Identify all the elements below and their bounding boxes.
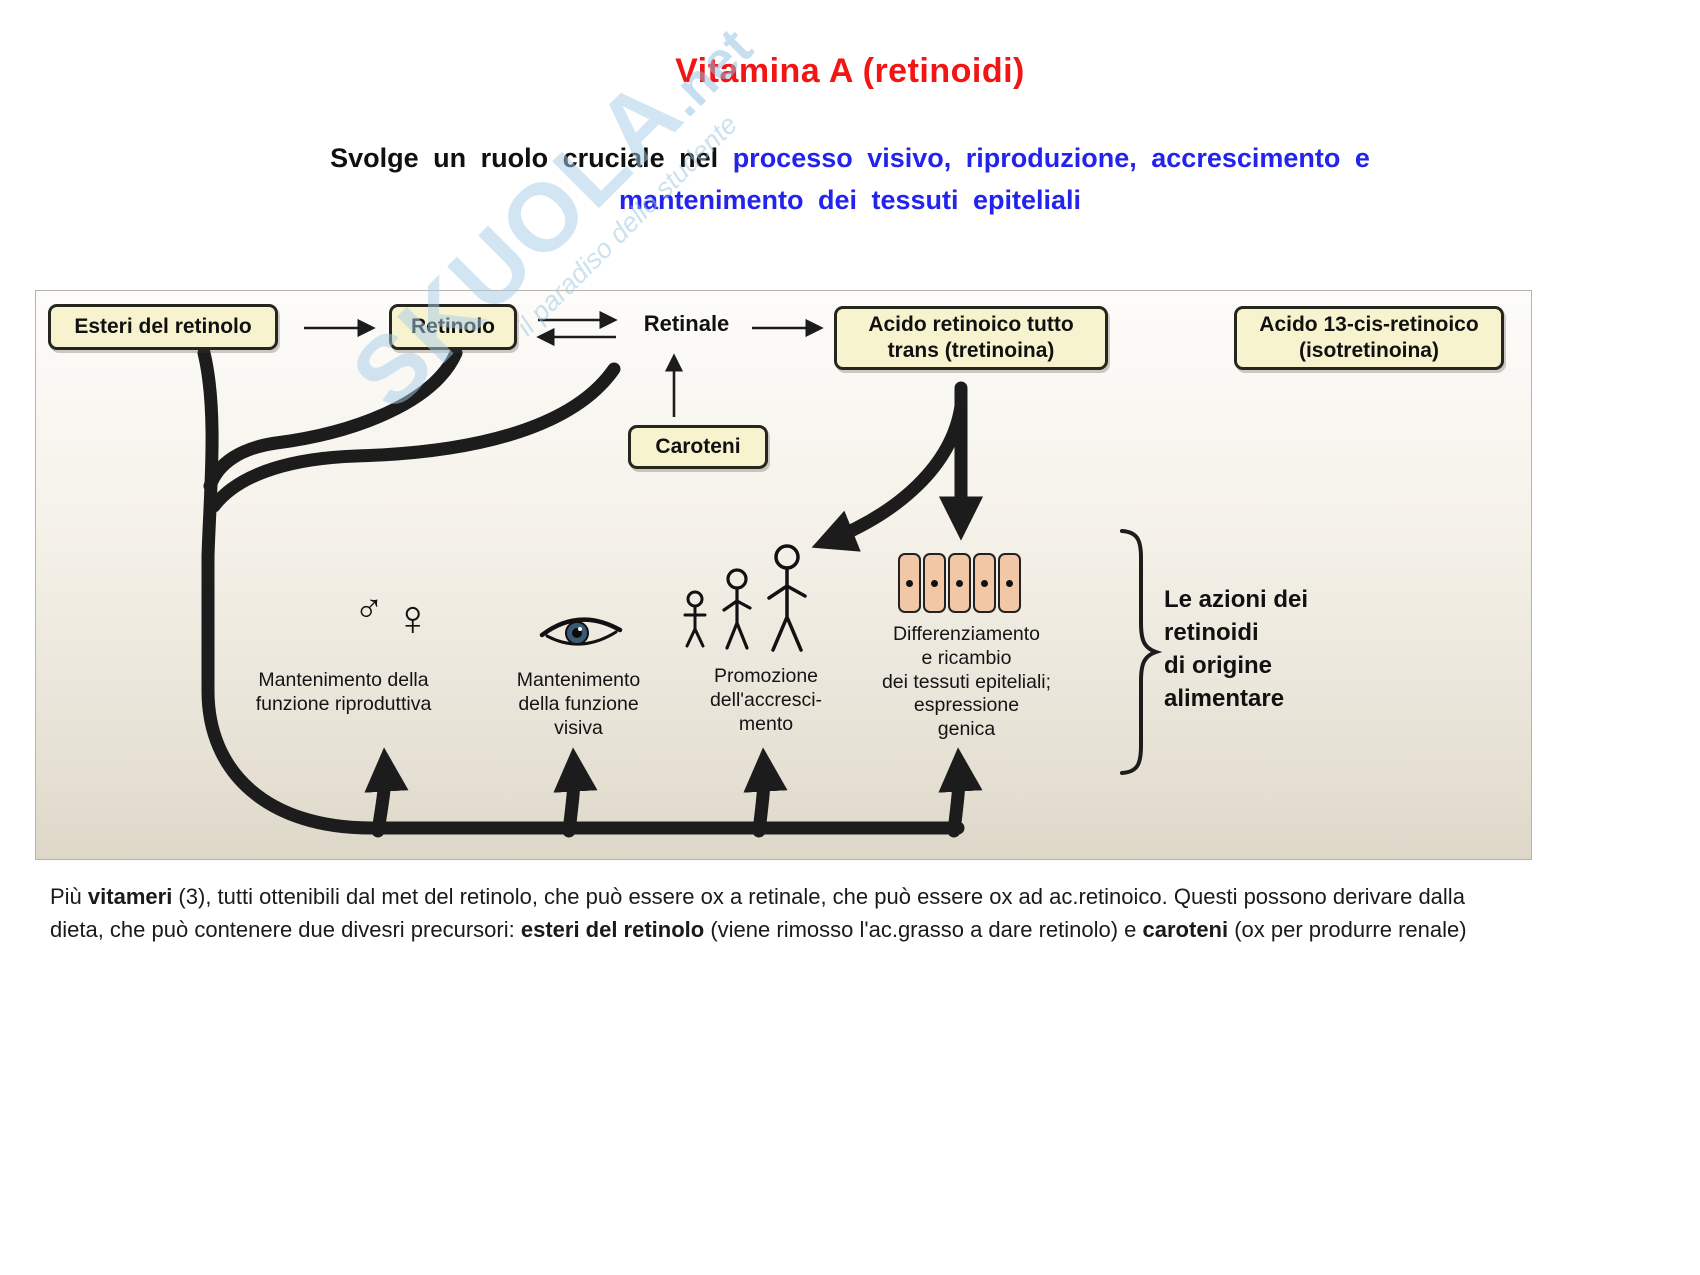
arrow-acido-to-growth (811, 399, 968, 552)
node-retinale: Retinale (643, 311, 730, 336)
epithelial-cell (898, 553, 921, 613)
flow-branch-retinale (207, 362, 621, 513)
subtitle-line-2: mantenimento dei tessuti epiteliali (0, 180, 1700, 222)
text-segment-bold: caroteni (1142, 917, 1229, 942)
function-label-reproduction: Mantenimento della funzione riproduttiva (255, 669, 432, 715)
function-label-differentiation: Differenziamento e ricambio dei tessuti … (881, 623, 1052, 741)
arrow-up-vision (553, 747, 598, 838)
caption-paragraph: Più vitameri (3), tutti ottenibili dal m… (50, 880, 1498, 946)
function-label-vision: Mantenimento della funzione visiva (516, 669, 641, 739)
subtitle-black-part: Svolge un ruolo cruciale nel (330, 143, 719, 173)
epithelial-cell (923, 553, 946, 613)
brace (1120, 529, 1163, 775)
text-segment-bold: esteri del retinolo (520, 917, 705, 942)
eye-icon (539, 617, 623, 646)
node-acido-retinoico-trans: Acido retinoico tutto trans (tretinoina) (834, 306, 1108, 370)
flow-trunk-left-loop (197, 346, 965, 835)
text-segment-bold: vitameri (87, 884, 173, 909)
epithelial-cell (973, 553, 996, 613)
text-segment: (3), tutti ottenibili dal met del retino… (50, 884, 1465, 942)
subtitle-blue-part-1: processo visivo, riproduzione, accrescim… (732, 143, 1370, 173)
node-caroteni: Caroteni (628, 425, 768, 469)
text-segment: (viene rimosso l'ac.grasso a dare retino… (704, 917, 1143, 942)
arrows-layer (197, 310, 1163, 838)
node-retinolo: Retinolo (389, 304, 517, 350)
arrow-up-growth (743, 747, 788, 838)
subtitle-line-1: Svolge un ruolo cruciale nel processo vi… (0, 138, 1700, 180)
text-segment: Più (50, 884, 88, 909)
epithelial-cell (998, 553, 1021, 613)
text-segment: (ox per produrre renale) (1228, 917, 1467, 942)
flow-branch-retinolo (203, 346, 463, 493)
subtitle: Svolge un ruolo cruciale nel processo vi… (0, 138, 1700, 222)
arrow-up-differentiation (938, 747, 983, 838)
growing-figures-icon (683, 544, 807, 652)
male-female-icon: ♂ ♀ (354, 587, 449, 655)
pathway-diagram: Esteri del retinolo Retinolo Retinale Ac… (35, 290, 1532, 860)
epithelial-cells-icon (898, 553, 1021, 613)
node-esteri-del-retinolo: Esteri del retinolo (48, 304, 278, 350)
subtitle-blue-part-2: mantenimento dei tessuti epiteliali (618, 184, 1082, 215)
function-label-growth: Promozione dell'accresci- mento (709, 665, 823, 735)
arrow-up-reproduction (364, 747, 409, 838)
node-acido-13-cis-retinoico: Acido 13-cis-retinoico (isotretinoina) (1234, 306, 1504, 370)
page-title: Vitamina A (retinoidi) (675, 52, 1025, 90)
female-symbol-icon: ♀ (394, 590, 432, 646)
brace-label: Le azioni dei retinoidi di origine alime… (1164, 586, 1309, 713)
male-symbol-icon: ♂ (354, 587, 384, 631)
epithelial-cell (948, 553, 971, 613)
